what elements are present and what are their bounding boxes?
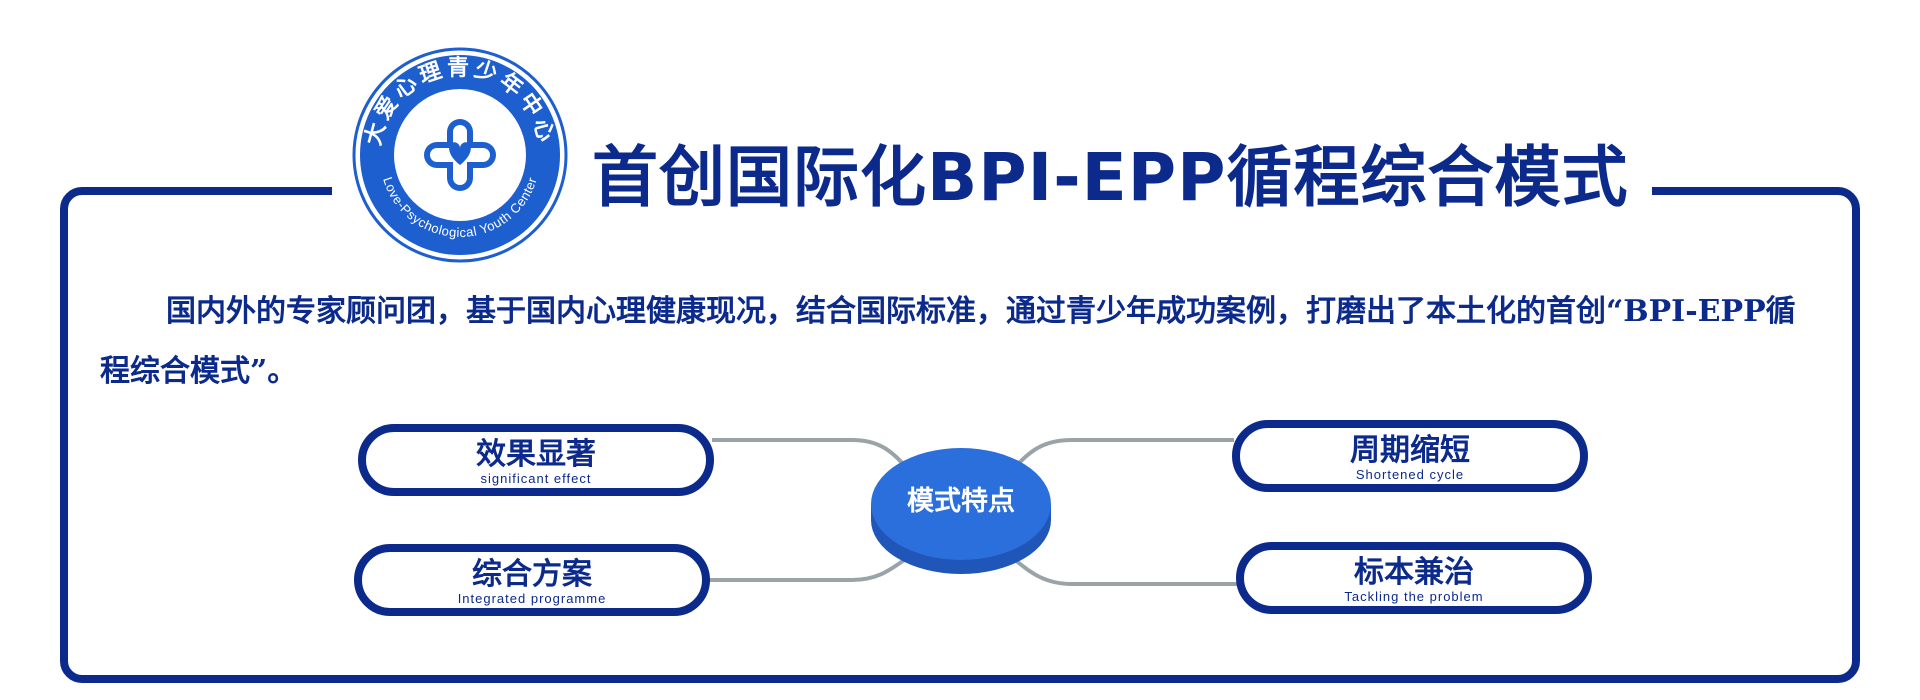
feature-label: 周期缩短	[1350, 433, 1470, 468]
feature-sublabel: significant effect	[480, 471, 592, 486]
connector-line-3	[1014, 438, 1234, 468]
connector-line-1	[712, 438, 907, 468]
page-title: 首创国际化BPI-EPP循程综合模式	[592, 139, 1629, 216]
hub-label: 模式特点	[907, 486, 1015, 517]
intro-paragraph: 国内外的专家顾问团，基于国内心理健康现况，结合国际标准，通过青少年成功案例，打磨…	[100, 282, 1820, 402]
hub-node	[871, 448, 1051, 574]
hub-top	[871, 448, 1051, 560]
heart-cross-icon	[424, 119, 496, 191]
intro-text: 国内外的专家顾问团，基于国内心理健康现况，结合国际标准，通过青少年成功案例，打磨…	[100, 294, 1796, 389]
feature-integrated-programme: 综合方案 Integrated programme	[354, 544, 710, 616]
feature-sublabel: Shortened cycle	[1355, 467, 1465, 482]
feature-label: 标本兼治	[1354, 555, 1474, 590]
feature-label: 效果显著	[476, 437, 596, 472]
feature-label: 综合方案	[472, 557, 592, 592]
feature-shortened-cycle: 周期缩短 Shortened cycle	[1232, 420, 1588, 492]
feature-significant-effect: 效果显著 significant effect	[358, 424, 714, 496]
feature-tackling-problem: 标本兼治 Tackling the problem	[1236, 542, 1592, 614]
center-logo: 大爱心理青少年中心 Love-Psychological Youth Cente…	[352, 47, 568, 263]
feature-sublabel: Tackling the problem	[1344, 589, 1484, 604]
feature-sublabel: Integrated programme	[457, 591, 607, 606]
